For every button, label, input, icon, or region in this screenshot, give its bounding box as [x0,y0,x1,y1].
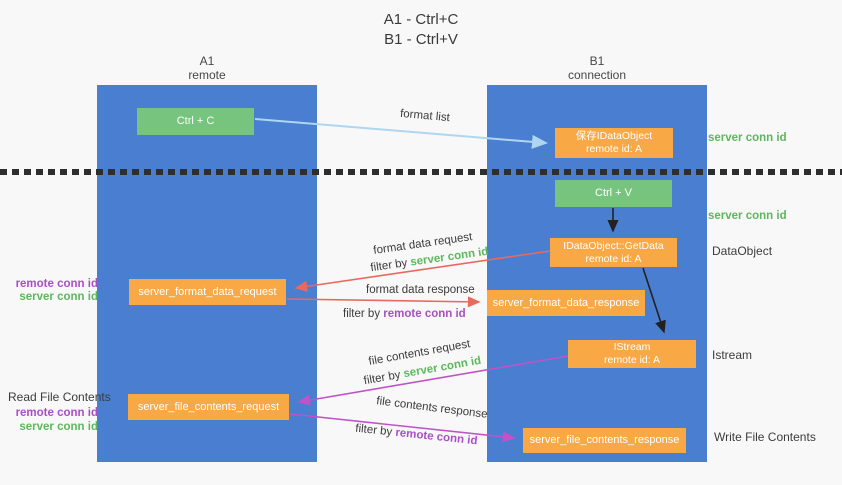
lane-header-a1: A1 remote [97,54,317,82]
title-line-2: B1 - Ctrl+V [384,31,458,48]
box-getdata-line1: IDataObject::GetData [563,239,664,252]
label-filter-by-remote-conn-id-2: filter by remote conn id [355,422,479,449]
box-save-idataobject-line1: 保存IDataObject [575,130,653,142]
label-format-list: format list [399,107,451,125]
annotation-server-conn-id-top: server conn id [708,132,787,144]
box-file-request-label: server_file_contents_request [137,400,280,413]
box-save-idataobject: 保存IDataObject remote id: A [555,128,673,158]
box-ctrl-v-label: Ctrl + V [595,187,632,199]
box-istream-line1: IStream [613,341,651,353]
box-istream-line2: remote id: A [603,354,661,366]
box-format-response-label: server_format_data_response [492,296,640,309]
annotation-server-conn-id-2: server conn id [19,421,98,433]
filter-by-text: filter by [354,422,393,439]
lane-b1-name: B1 [589,54,605,68]
annotation-server-conn-id-mid: server conn id [708,210,787,222]
annotation-remote-conn-id-1: remote conn id [15,278,98,290]
label-filter-by-remote-conn-id-1: filter by remote conn id [343,307,466,321]
annotation-server-conn-id-1: server conn id [19,291,98,303]
box-ctrl-c: Ctrl + C [137,108,254,135]
annotation-remote-conn-id-2: remote conn id [15,407,98,419]
annotation-dataobject: DataObject [712,244,773,258]
box-server-file-contents-request: server_file_contents_request [128,394,289,420]
box-file-response-label: server_file_contents_response [529,434,680,446]
box-ctrl-c-label: Ctrl + C [176,115,215,127]
remote-conn-id-text: remote conn id [394,426,479,448]
annotation-write-file-contents: Write File Contents [714,430,816,444]
box-getdata-line2: remote id: A [585,252,642,265]
box-server-format-data-request: server_format_data_request [129,279,286,305]
label-file-contents-response: file contents response [375,395,489,421]
filter-by-text: filter by [343,308,381,320]
filter-by-text: filter by [362,368,402,388]
box-server-file-contents-response: server_file_contents_response [523,428,686,453]
box-save-idataobject-line2: remote id: A [585,143,643,155]
lane-a1-name: A1 [199,54,215,68]
dotted-divider [0,169,842,175]
remote-conn-id-text: remote conn id [383,308,466,320]
box-server-format-data-response: server_format_data_response [487,290,645,316]
title-line-1: A1 - Ctrl+C [383,11,459,28]
label-format-data-response: format data response [366,284,475,296]
box-format-request-label: server_format_data_request [138,285,277,298]
annotation-istream: Istream [712,348,753,362]
box-ctrl-v: Ctrl + V [555,180,672,207]
diagram-title: A1 - Ctrl+C B1 - Ctrl+V [0,10,842,50]
box-istream: IStream remote id: A [568,340,696,368]
lane-a1-role: remote [188,68,226,82]
lane-header-b1: B1 connection [487,54,707,82]
filter-by-text: filter by [369,257,409,275]
annotation-read-file-contents: Read File Contents [8,390,111,404]
box-idataobject-getdata: IDataObject::GetData remote id: A [550,238,677,267]
lane-b1-role: connection [567,68,627,82]
